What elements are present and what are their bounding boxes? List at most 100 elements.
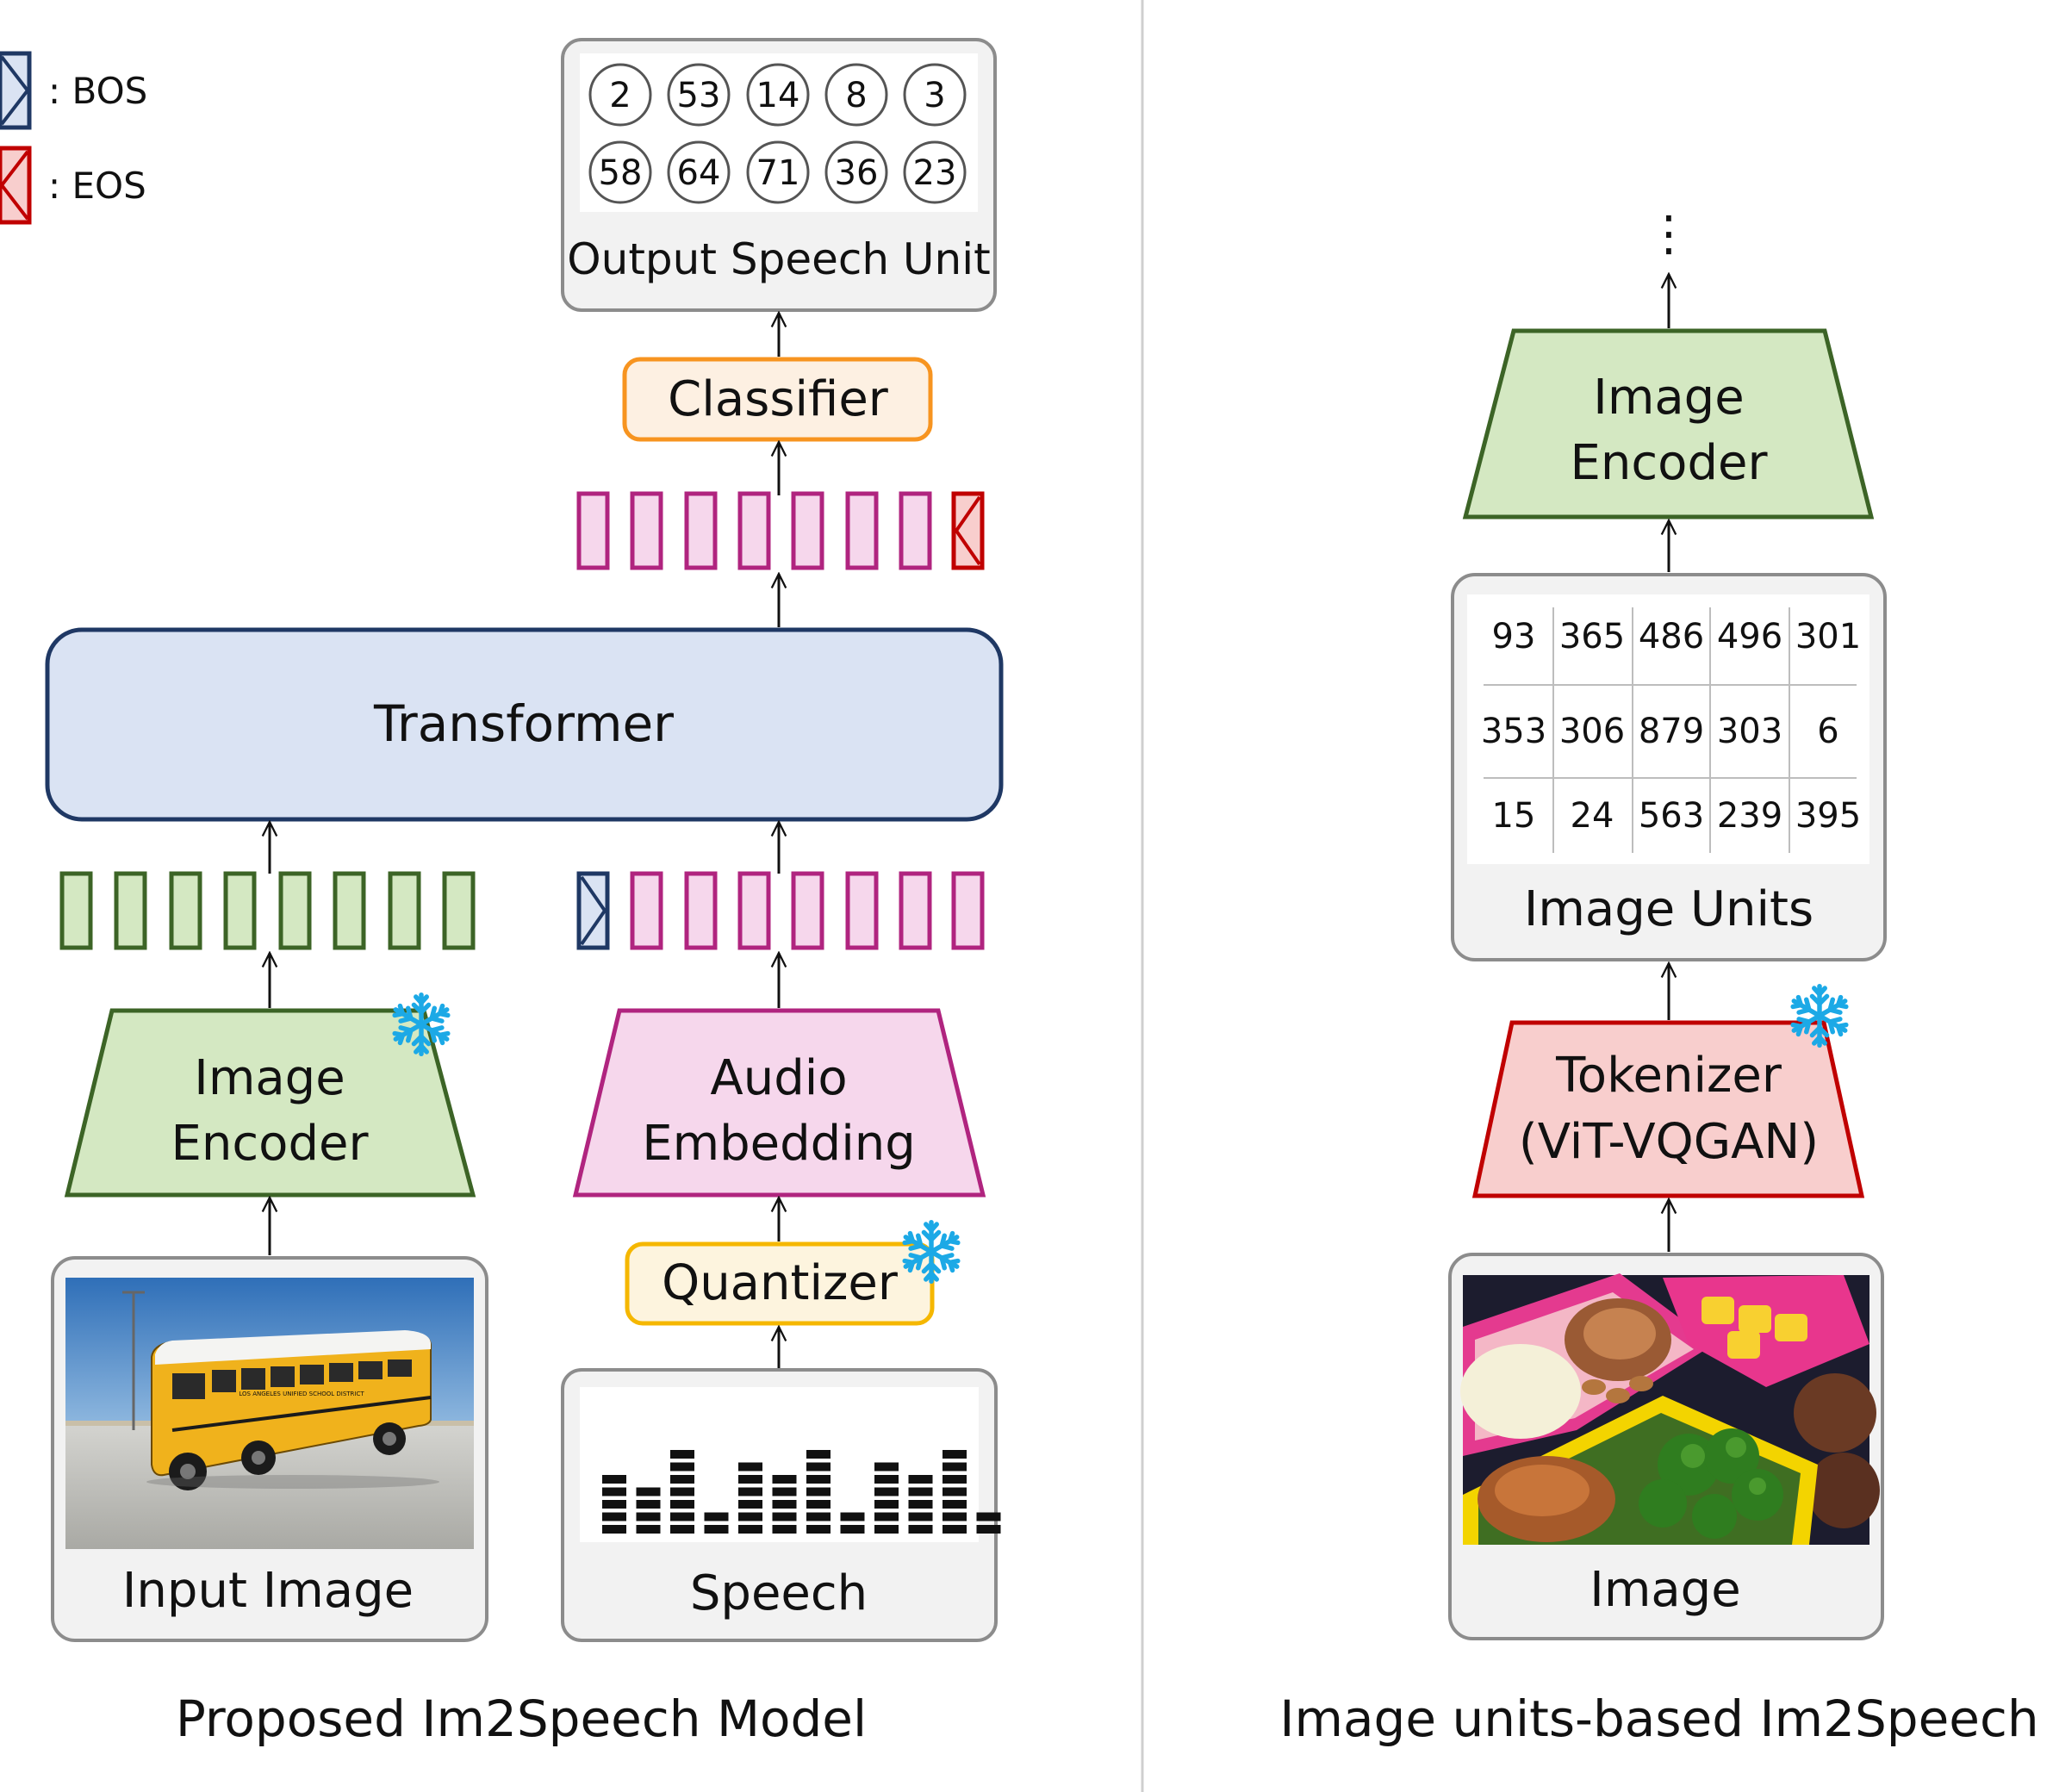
speech-unit-value: 36 — [835, 153, 879, 193]
audio-token — [951, 871, 985, 950]
image-label: Image — [1590, 1562, 1740, 1618]
image-token — [388, 871, 421, 950]
audio-token-sequence — [576, 871, 985, 950]
image-token — [278, 871, 312, 950]
classifier-block: Classifier — [622, 357, 933, 442]
image-unit-value: 24 — [1571, 796, 1614, 836]
input-image-label: Input Image — [122, 1563, 414, 1619]
output-token — [845, 491, 879, 570]
audio-embedding-label-line1: Audio — [710, 1050, 847, 1106]
eos-token — [951, 491, 985, 570]
image-unit-value: 486 — [1639, 617, 1704, 656]
image-encoder-right: Image Encoder — [1462, 328, 1875, 520]
speech-unit-circle — [588, 140, 652, 204]
speech-unit-value: 14 — [756, 76, 800, 115]
speech-unit-circle — [667, 63, 731, 127]
quantizer-block: Quantizer — [625, 1223, 961, 1326]
speech-unit-value: 8 — [845, 76, 867, 115]
transformer-block: Transformer — [45, 627, 1004, 822]
speech-label: Speech — [690, 1565, 868, 1621]
tokenizer-block: Tokenizer (ViT-VQGAN) — [1471, 986, 1865, 1198]
image-encoder-right-label-line1: Image — [1593, 370, 1744, 426]
output-token — [576, 491, 610, 570]
speech-unit-value: 23 — [913, 153, 957, 193]
speech-unit-value: 71 — [756, 153, 800, 193]
speech-unit-circle — [746, 140, 810, 204]
tokenizer-label-line1: Tokenizer — [1555, 1048, 1782, 1104]
image-unit-value: 353 — [1481, 712, 1546, 751]
speech-unit-circle — [824, 140, 888, 204]
right-caption: Image units-based Im2Speech — [1279, 1689, 2038, 1748]
audio-token — [791, 871, 824, 950]
audio-token — [845, 871, 879, 950]
eos-legend-label: : EOS — [48, 165, 146, 207]
speech-unit-value: 58 — [599, 153, 643, 193]
image-token — [169, 871, 202, 950]
legend: : BOS : EOS — [0, 51, 147, 225]
output-token — [737, 491, 771, 570]
image-unit-value: 496 — [1717, 617, 1782, 656]
transformer-label: Transformer — [373, 694, 674, 753]
image-unit-value: 6 — [1817, 712, 1838, 751]
bus-photo: LOS ANGELES UNIFIED SCHOOL DISTRICT — [65, 1278, 474, 1549]
image-unit-value: 15 — [1492, 796, 1536, 836]
image-encoder-left: Image Encoder — [64, 995, 476, 1198]
output-token — [684, 491, 718, 570]
bos-legend-icon — [0, 51, 32, 130]
left-caption: Proposed Im2Speech Model — [176, 1689, 867, 1748]
bos-legend-label: : BOS — [48, 70, 147, 112]
image-token-sequence — [59, 871, 476, 950]
image-encoder-label-line1: Image — [194, 1050, 345, 1106]
speech-unit-circle — [588, 63, 652, 127]
image-encoder-label-line2: Encoder — [171, 1116, 370, 1172]
output-speech-unit-label: Output Speech Unit — [567, 234, 990, 284]
speech-unit-circle — [903, 63, 967, 127]
image-unit-value: 365 — [1559, 617, 1625, 656]
image-token — [333, 871, 366, 950]
audio-token — [684, 871, 718, 950]
speech-unit-value: 53 — [677, 76, 721, 115]
audio-embedding-label-line2: Embedding — [642, 1116, 916, 1172]
input-image-box: LOS ANGELES UNIFIED SCHOOL DISTRICT Inpu… — [51, 1256, 488, 1642]
speech-unit-value: 3 — [924, 76, 945, 115]
quantizer-label: Quantizer — [662, 1255, 899, 1311]
image-token — [442, 871, 476, 950]
left-arrows — [270, 313, 779, 1368]
image-encoder-right-label-line2: Encoder — [1571, 435, 1769, 491]
bus-sign-text: LOS ANGELES UNIFIED SCHOOL DISTRICT — [239, 1391, 364, 1397]
image-unit-value: 879 — [1639, 712, 1704, 751]
image-token — [114, 871, 147, 950]
food-photo — [1460, 1273, 1880, 1545]
speech-unit-circle — [667, 140, 731, 204]
audio-token — [737, 871, 771, 950]
image-token — [59, 871, 93, 950]
speech-unit-circle — [746, 63, 810, 127]
speech-unit-value: 2 — [609, 76, 631, 115]
audio-token — [630, 871, 663, 950]
speech-unit-circle — [903, 140, 967, 204]
image-unit-value: 239 — [1717, 796, 1782, 836]
output-token — [630, 491, 663, 570]
image-unit-value: 93 — [1492, 617, 1536, 656]
bos-token-icon — [576, 871, 610, 950]
output-token — [791, 491, 824, 570]
image-box: Image — [1448, 1253, 1884, 1640]
eos-token-icon — [951, 491, 985, 570]
output-token — [899, 491, 932, 570]
image-unit-value: 301 — [1795, 617, 1861, 656]
image-unit-value: 306 — [1559, 712, 1625, 751]
image-unit-value: 563 — [1639, 796, 1704, 836]
audio-embedding-block: Audio Embedding — [572, 1008, 986, 1198]
output-token-sequence — [576, 491, 985, 570]
image-unit-value: 395 — [1795, 796, 1861, 836]
tokenizer-label-line2: (ViT-VQGAN) — [1519, 1114, 1819, 1170]
audio-token — [899, 871, 932, 950]
classifier-label: Classifier — [668, 371, 889, 427]
speech-unit-circle — [824, 63, 888, 127]
ellipsis-icon: ⋮ — [1645, 206, 1693, 262]
bos-token — [576, 871, 610, 950]
